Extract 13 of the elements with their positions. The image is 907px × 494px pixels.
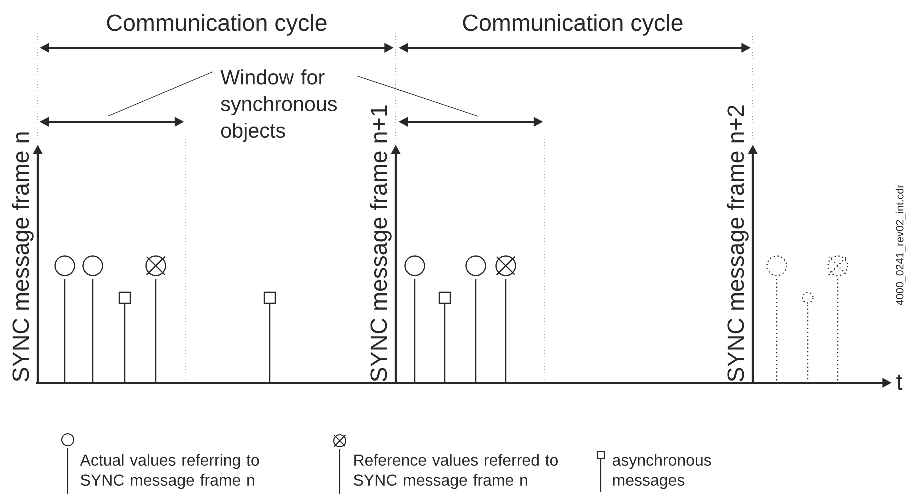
- sync-frame-label: SYNC message frame n+2: [727, 106, 749, 382]
- leader-line: [356, 76, 478, 117]
- legend-text: Reference values referred to SYNC message frame n: [354, 454, 558, 490]
- legend-text: Actual values referring to SYNC message frame n: [80, 454, 260, 490]
- leader-line: [108, 72, 214, 117]
- axis-label: t: [896, 374, 903, 390]
- cycle-label: Communication cycle: [463, 14, 683, 36]
- sync-frame-label: SYNC message frame n: [12, 132, 34, 382]
- callout-text: Window for synchronous objects: [220, 70, 337, 142]
- file-name: 4000_0241_rev02_int.cdr: [896, 184, 906, 306]
- sync-frame-label: SYNC message frame n+1: [370, 106, 392, 382]
- cycle-label: Communication cycle: [107, 14, 327, 36]
- legend-text: asynchronous messages: [612, 454, 712, 490]
